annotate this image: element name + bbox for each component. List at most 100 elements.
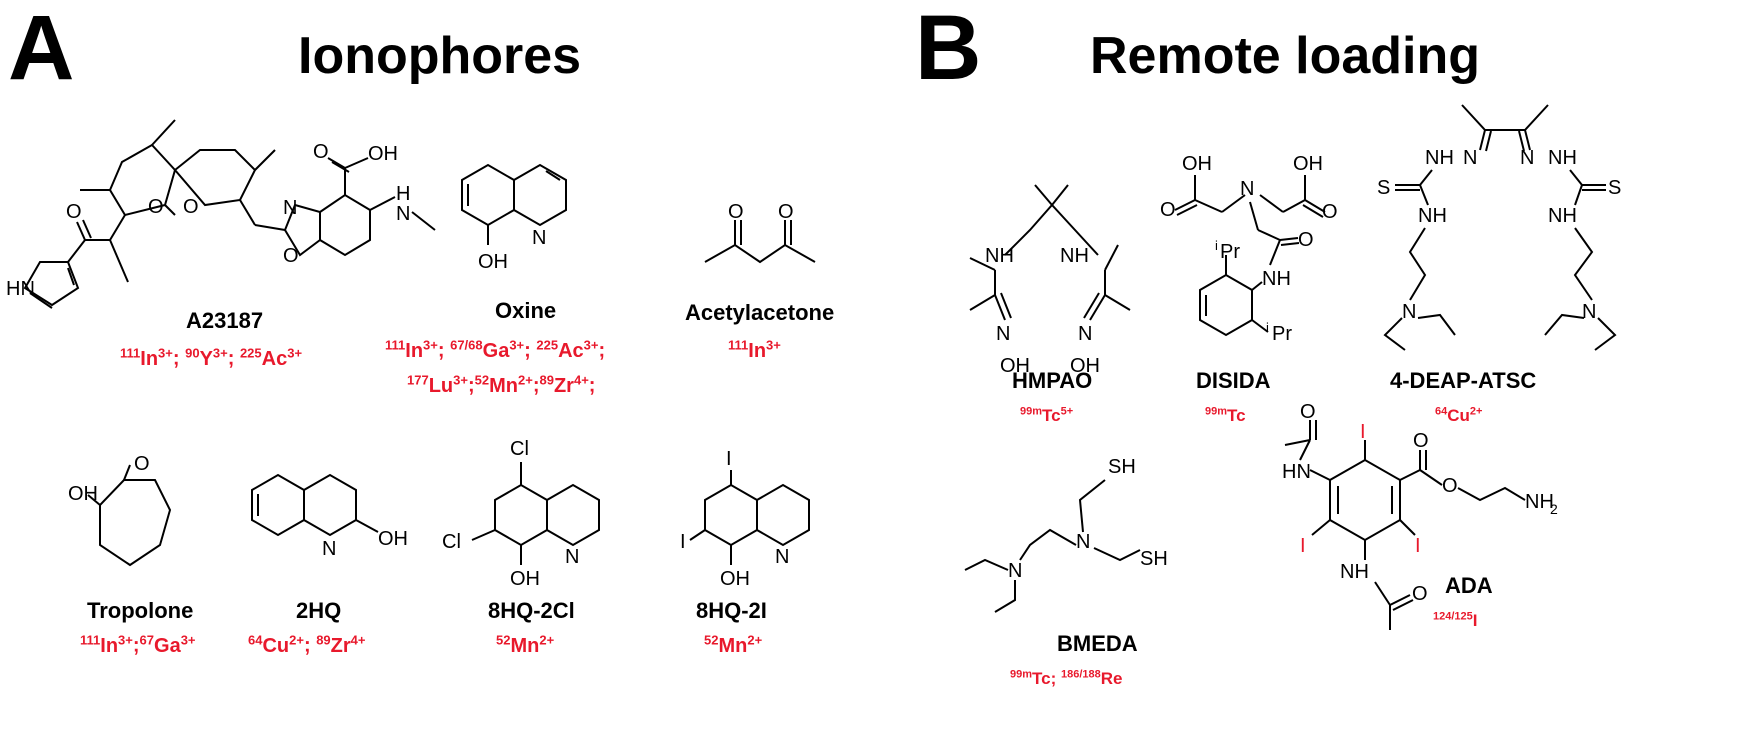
atom-2hq-n: N — [322, 538, 336, 560]
ion-entry: 225Ac3+ — [239, 345, 303, 370]
atom-tropolone-oh: OH — [68, 483, 98, 505]
ions-bmeda: 99mTc; 186/188Re — [1010, 668, 1123, 688]
compound-name-disida: DISIDA — [1196, 368, 1271, 393]
compound-name-8hq-2cl: 8HQ-2Cl — [488, 598, 575, 623]
ion-entry: 99mTc — [1010, 668, 1051, 688]
panel-a-title: Ionophores — [298, 27, 582, 85]
structure-8hq-2i: I I OH N — [680, 448, 810, 590]
atom-tropolone-o: O — [134, 453, 150, 475]
atom-ada-o1: O — [1300, 401, 1316, 423]
compound-name-ada: ADA — [1445, 573, 1493, 598]
ion-entry: 52Mn2+ — [704, 632, 763, 657]
compound-name-bmeda: BMEDA — [1057, 631, 1138, 656]
atom-bmeda-n2: N — [1008, 560, 1022, 582]
atom-ada-i1: I — [1360, 421, 1366, 443]
ion-entry: 111In3+ — [728, 337, 781, 362]
panel-a-letter: A — [8, 0, 75, 99]
atom-atsc-nh3: NH — [1418, 205, 1447, 227]
atom-8hq2i-i2: I — [680, 531, 686, 553]
structure-bmeda: SH N SH N — [964, 456, 1168, 613]
atom-acac-o1: O — [728, 201, 744, 223]
structure-2hq: N OH — [251, 473, 408, 560]
structure-8hq-2cl: Cl Cl OH N — [442, 438, 600, 590]
atom-disida-ipr2: Pr — [1272, 323, 1292, 345]
ion-entry: 225Ac3+ — [536, 337, 599, 362]
atom-hmpao-oh1: OH — [1000, 355, 1030, 377]
atom-hmpao-n1: N — [996, 323, 1010, 345]
ion-entry: 90Y3+ — [185, 345, 228, 370]
atom-atsc-n4: N — [1582, 301, 1596, 323]
atom-a23187-oh: OH — [368, 143, 398, 165]
ion-entry: 186/188Re — [1061, 668, 1123, 688]
structure-tropolone: O OH — [68, 453, 172, 567]
atom-disida-ipr2-i: i — [1266, 320, 1269, 335]
atom-atsc-n1: N — [1463, 147, 1477, 169]
ion-entry: 111In3+ — [80, 632, 133, 657]
atom-ada-nh2: NH — [1525, 491, 1554, 513]
atom-oxine-n: N — [532, 227, 546, 249]
ion-entry: 177Lu3+ — [407, 372, 468, 397]
ions-tropolone: 111In3+;67Ga3+ — [80, 632, 196, 657]
compound-name-a23187: A23187 — [186, 308, 264, 333]
structure-acetylacetone: O O — [704, 201, 816, 264]
compound-name-hmpao: HMPAO — [1012, 368, 1093, 393]
atom-a23187-o4: O — [283, 245, 299, 267]
compound-name-2hq: 2HQ — [296, 598, 342, 623]
ions-disida: 99mTc — [1205, 405, 1246, 426]
atom-hmpao-nh1: NH — [985, 245, 1014, 267]
structure-4-deap-atsc: N N NH NH S NH S NH N N — [1377, 104, 1621, 351]
atom-hmpao-nh2: NH — [1060, 245, 1089, 267]
atom-atsc-s2: S — [1608, 177, 1621, 199]
structure-oxine: OH N — [461, 163, 567, 273]
ions-4-deap-atsc: 64Cu2+ — [1435, 405, 1482, 426]
atom-ada-hn1: HN — [1282, 461, 1311, 483]
atom-a23187-n: N — [283, 197, 297, 219]
atom-8hq2cl-n: N — [565, 546, 579, 568]
ion-entry: 52Mn2+ — [474, 372, 533, 397]
ion-entry: 89Zr4+ — [539, 372, 589, 397]
ion-entry: 67/68Ga3+ — [450, 337, 525, 362]
atom-a23187-nh-n: N — [396, 203, 410, 225]
atom-a23187-o1: O — [66, 201, 82, 223]
atom-atsc-hn1: NH — [1425, 147, 1454, 169]
ion-entry: 64Cu2+ — [1435, 405, 1483, 425]
atom-disida-oh2: OH — [1293, 153, 1323, 175]
structure-disida: OH OH O N O O NH i Pr i Pr — [1160, 153, 1338, 345]
ions-2hq: 64Cu2+; 89Zr4+ — [248, 632, 366, 657]
atom-atsc-n3: N — [1402, 301, 1416, 323]
ion-entry: 111In3+ — [120, 345, 173, 370]
structure-a23187: HN O O O N O O OH H N — [6, 119, 436, 309]
ions-oxine-line2: 177Lu3+;52Mn2+;89Zr4+; — [407, 372, 596, 397]
atom-atsc-nh2: NH — [1548, 147, 1577, 169]
panel-b-title: Remote loading — [1090, 27, 1481, 85]
atom-8hq2i-i1: I — [726, 448, 732, 470]
atom-2hq-oh: OH — [378, 528, 408, 550]
atom-8hq2cl-cl1: Cl — [510, 438, 529, 460]
atom-atsc-s1: S — [1377, 177, 1390, 199]
ion-entry: 89Zr4+ — [316, 632, 366, 657]
atom-ada-o3: O — [1442, 475, 1458, 497]
ions-oxine-line1: 111In3+; 67/68Ga3+; 225Ac3+; — [385, 337, 606, 362]
atom-a23187-o2: O — [148, 196, 164, 218]
atom-a23187-hn: HN — [6, 278, 35, 300]
atom-disida-nh: NH — [1262, 268, 1291, 290]
structure-hmpao: NH NH N OH N OH — [969, 184, 1131, 377]
compound-name-acetylacetone: Acetylacetone — [685, 300, 835, 325]
atom-hmpao-oh2: OH — [1070, 355, 1100, 377]
atom-acac-o2: O — [778, 201, 794, 223]
atom-disida-o1: O — [1160, 199, 1176, 221]
ion-entry: 64Cu2+ — [248, 632, 304, 657]
atom-disida-n: N — [1240, 178, 1254, 200]
ions-acetylacetone: 111In3+ — [728, 337, 781, 364]
ions-a23187: 111In3+; 90Y3+; 225Ac3+ — [120, 345, 303, 370]
atom-ada-o2: O — [1413, 430, 1429, 452]
ion-entry: 111In3+ — [385, 337, 438, 362]
ions-8hq-2cl: 52Mn2+ — [496, 632, 554, 659]
atom-bmeda-n1: N — [1076, 531, 1090, 553]
atom-8hq2i-oh: OH — [720, 568, 750, 590]
ions-hmpao: 99mTc5+ — [1020, 405, 1073, 426]
atom-8hq2cl-cl2: Cl — [442, 531, 461, 553]
atom-ada-hn2: NH — [1340, 561, 1369, 583]
atom-a23187-o3: O — [183, 196, 199, 218]
